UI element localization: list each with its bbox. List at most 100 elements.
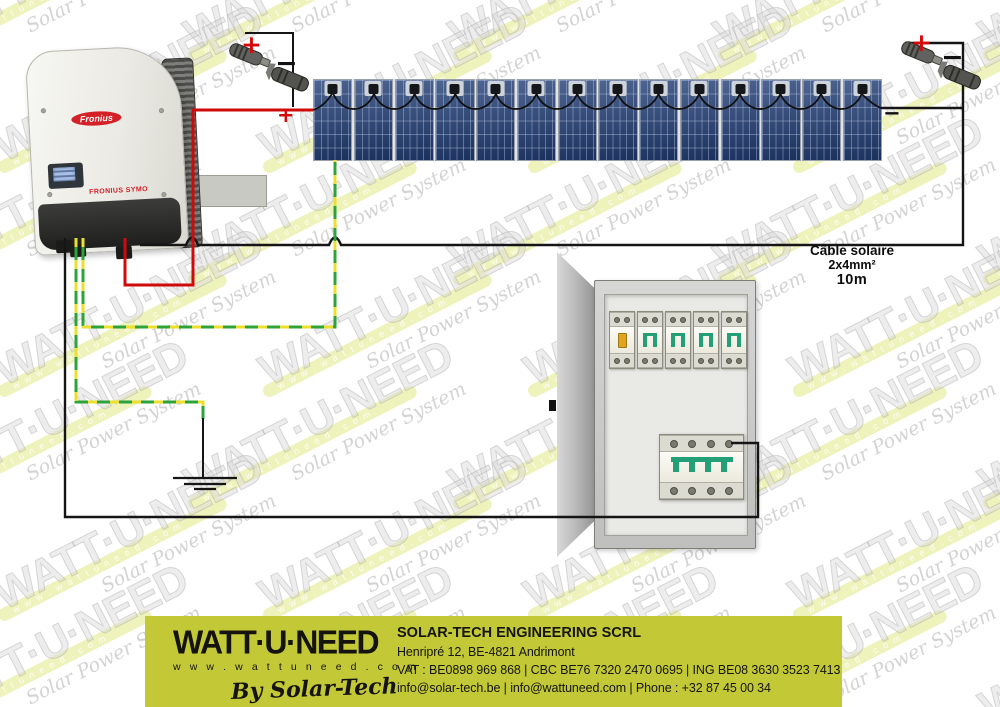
wattuneed-logo: WATT·U·NEED w w w . w a t t u n e e d . … [173,623,416,705]
mc4-left-plus-label: + [241,30,262,59]
watermark-tagline: Solar Power System [287,377,470,486]
terminal-screw-icon [652,316,658,323]
solar-panel [435,79,475,161]
watermark-tagline: Solar Power System [22,377,205,486]
watermark-url: w w w . w a t t u n e e d . c o m [10,520,184,615]
terminal-strip [638,353,662,368]
terminal-screw-icon [726,316,732,323]
mc4-right-plus-label: + [911,28,932,57]
cable-gland [115,245,133,260]
cable-gland [69,243,87,258]
terminal-screw-icon [724,486,733,495]
terminal-screw-icon [614,357,620,364]
company-registration: VAT : BE0898 969 868 | CBC BE76 7320 247… [397,663,841,677]
terminal-strip [638,312,662,327]
terminal-strip [694,312,718,327]
fronius-logo: Fronius [71,110,122,127]
watermark-tagline: Solar Power System [817,601,1000,707]
terminal-screw-icon [680,316,686,323]
junction-box-zone [813,81,831,96]
breaker-row [609,311,747,369]
terminal-screw-icon [680,357,686,364]
junction-box [368,84,379,94]
company-info: SOLAR-TECH ENGINEERING SCRL Henripré 12,… [397,625,840,695]
cable-note: Câble solaire 2x4mm² 10m [797,243,907,288]
junction-box [409,84,420,94]
solar-panel [639,79,679,161]
watermark-bar [980,607,1000,707]
junction-box [531,84,542,94]
watermark-url: w w w . w a t t u n e e d . c o m [805,520,979,615]
inverter-display [47,162,84,190]
terminal-strip [722,353,746,368]
watermark-bar [980,383,1000,512]
watermark-url: w w w . w a t t u n e e d . c o m [200,408,374,503]
breaker-toggle [671,333,685,347]
breaker-front [722,327,746,353]
watermark-brand: WATT·U·NEED [441,0,726,60]
terminal-strip [666,353,690,368]
inverter-lcd-screen [52,166,76,182]
terminal-strip [666,312,690,327]
junction-box-zone [731,81,749,96]
watermark-url: w w w . w a t t u n e e d . c o m [465,0,639,55]
junction-box-zone [324,81,342,96]
terminal-screw-icon [708,316,714,323]
terminal-screw-icon [670,316,676,323]
terminal-strip [660,435,743,452]
wattuneed-logo-title: WATT·U·NEED [173,623,380,661]
rcd-breaker [609,311,635,369]
terminal-screw-icon [708,357,714,364]
junction-box-zone [364,81,382,96]
breaker-toggle [727,333,741,347]
watermark-bar [0,271,229,400]
watermark-bar [0,495,229,624]
breaker-front [694,327,718,353]
terminal-screw-icon [642,357,648,364]
terminal-screw-icon [724,439,733,448]
solar-panel [516,79,556,161]
watermark-url: w w w . w a t t u n e e d . c o m [0,408,109,503]
solar-panel [394,79,434,161]
screw-icon [40,108,46,114]
watermark-brand: WATT·U·NEED [971,106,1000,284]
junction-box [775,84,786,94]
junction-box-zone [527,81,545,96]
solar-panel [761,79,801,161]
watermark-url: w w w . w a t t u n e e d . c o m [10,296,184,391]
watermark-tagline: Solar Power System [817,0,999,37]
watermark-tagline: Solar Power System [817,377,1000,486]
company-address: Henripré 12, BE-4821 Andrimont [397,645,575,659]
terminal-screw-icon [736,357,742,364]
inverter-model-label: FRONIUS SYMO [89,185,149,196]
string-negative-label: − [883,101,901,125]
watermark-tagline: Solar Power System [287,0,469,37]
junction-box [735,84,746,94]
mc4-left-minus-label: − [275,48,298,79]
terminal-screw-icon [614,316,620,323]
watermark-tagline: Solar Power System [22,0,204,37]
watermark-bar [0,383,154,512]
footer-banner: WATT·U·NEED w w w . w a t t u n e e d . … [145,616,842,707]
solar-panel [802,79,842,161]
watermark-url: w w w . w a t t u n e e d . c o m [0,632,109,707]
watermark-bar [0,607,154,707]
junction-box [653,84,664,94]
terminal-screw-icon [670,486,679,495]
junction-box [327,84,338,94]
junction-box [572,84,583,94]
main-breaker-toggles [670,457,733,477]
junction-box [857,84,868,94]
junction-box-zone [772,81,790,96]
solar-panel [476,79,516,161]
company-name: SOLAR-TECH ENGINEERING SCRL [397,625,642,641]
fronius-inverter: Fronius FRONIUS SYMO [24,42,267,262]
solar-panel [679,79,719,161]
string-positive-label: + [277,103,295,127]
terminal-screw-icon [624,316,630,323]
mc4-right-minus-label: − [941,42,964,73]
